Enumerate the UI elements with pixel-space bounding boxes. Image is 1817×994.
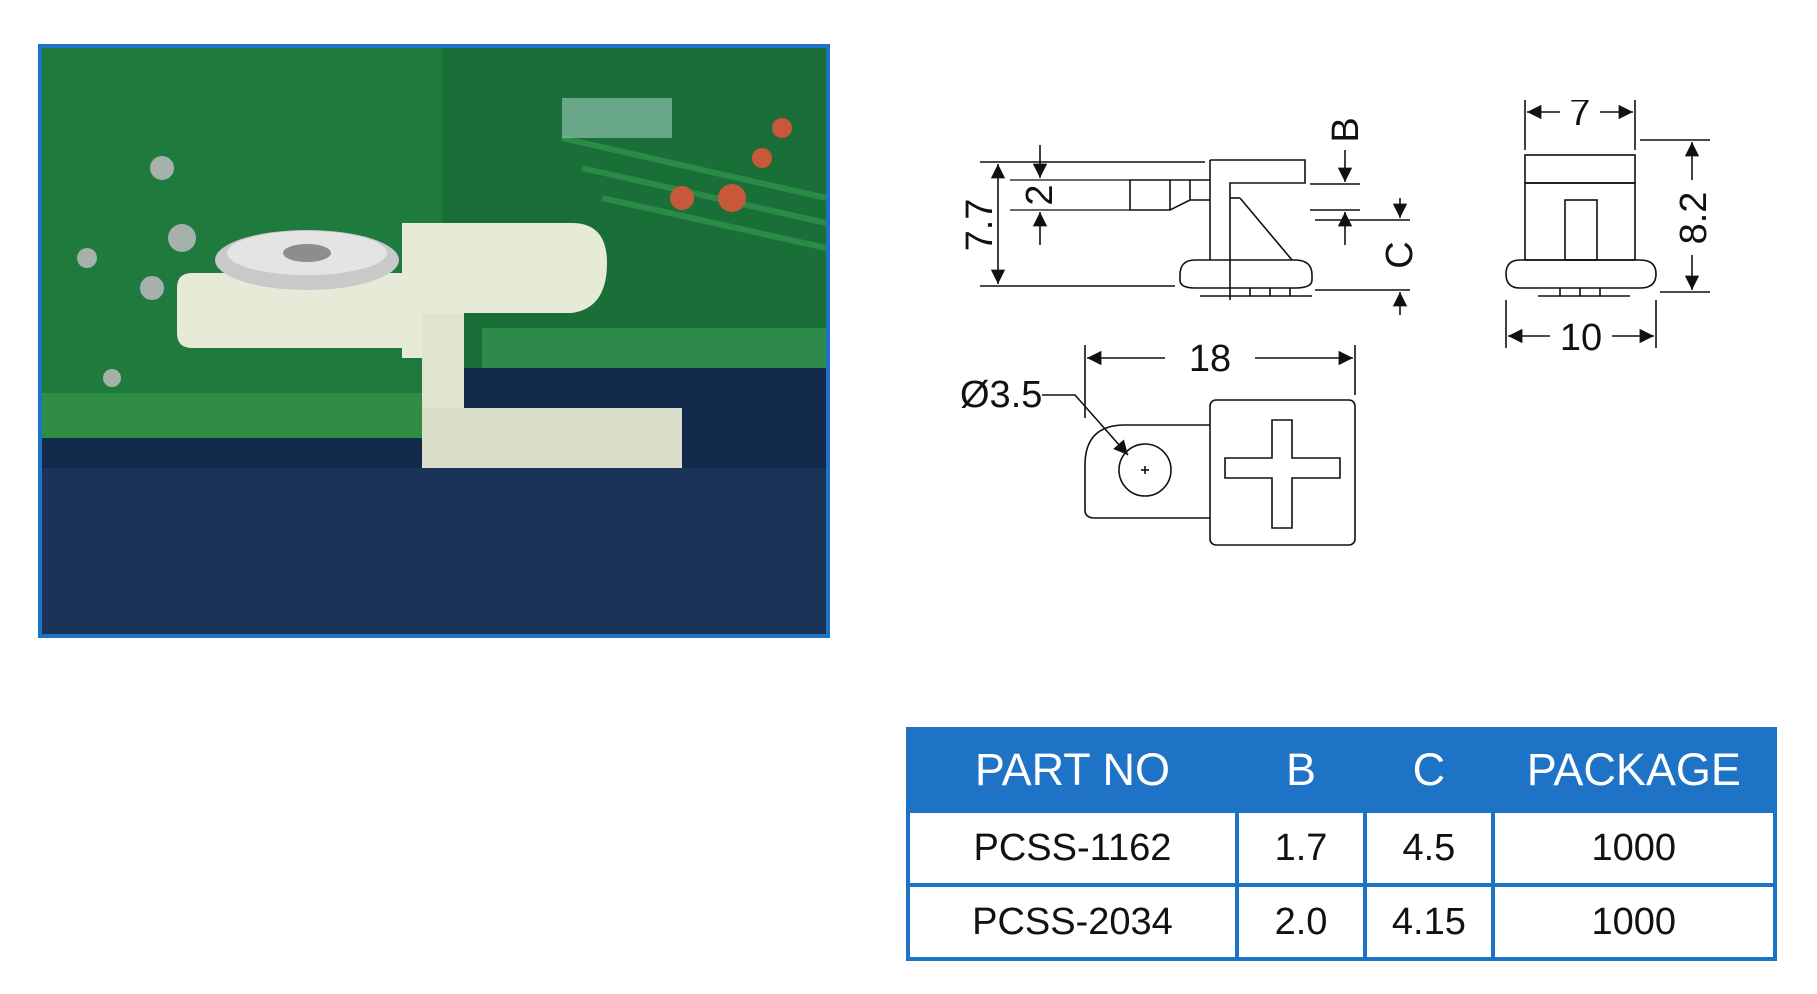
support-base [422,408,682,468]
pcb-traces [561,135,826,251]
screw-recess [283,244,331,262]
dim-7-label: 7 [1569,100,1590,134]
support-screw-tab [177,273,422,348]
dim-18-label: 18 [1189,338,1231,380]
front-view [1505,154,1657,297]
cell-package: 1000 [1490,809,1778,887]
via [140,276,164,300]
cell-part-no: PCSS-2034 [906,883,1239,961]
copper-pad [772,118,792,138]
table-header-row: PART NO B C PACKAGE [906,727,1778,813]
dim-7-7-label: 7.7 [959,199,1001,252]
dim-2-label: 2 [1019,184,1061,205]
cell-b: 1.7 [1234,809,1368,887]
header-b: B [1234,727,1368,813]
dim-b-label: B [1325,117,1367,142]
dimension-drawing: 7.7 2 B C 7 8.2 10 18 Ø3.5 [959,100,1715,546]
cell-part-no: PCSS-1162 [906,809,1239,887]
lower-pcb-edge [42,393,442,438]
via [103,369,121,387]
table-surface-lower [42,468,826,634]
header-c: C [1363,727,1495,813]
via [77,248,97,268]
dim-c-label: C [1379,241,1421,268]
top-view [1084,399,1356,546]
table-row: PCSS-2034 2.0 4.15 1000 [906,883,1778,961]
dim-hole-diameter-label: Ø3.5 [960,374,1042,416]
cell-b: 2.0 [1234,883,1368,961]
copper-pad [670,186,694,210]
pcb-component [562,98,672,138]
cell-c: 4.15 [1363,883,1495,961]
via [168,224,196,252]
table-row: PCSS-1162 1.7 4.5 1000 [906,809,1778,887]
product-photo [38,44,830,638]
dim-8-2-label: 8.2 [1673,192,1715,245]
side-view [1129,159,1313,300]
spec-table: PART NO B C PACKAGE PCSS-1162 1.7 4.5 10… [906,727,1778,961]
header-package: PACKAGE [1490,727,1778,813]
pcb-support-photo-illustration [42,48,826,634]
upper-pcb-edge [482,328,826,368]
copper-pad [752,148,772,168]
cell-package: 1000 [1490,883,1778,961]
via [150,156,174,180]
dim-10-label: 10 [1560,317,1602,359]
copper-pad [718,184,746,212]
header-part-no: PART NO [906,727,1239,813]
cell-c: 4.5 [1363,809,1495,887]
